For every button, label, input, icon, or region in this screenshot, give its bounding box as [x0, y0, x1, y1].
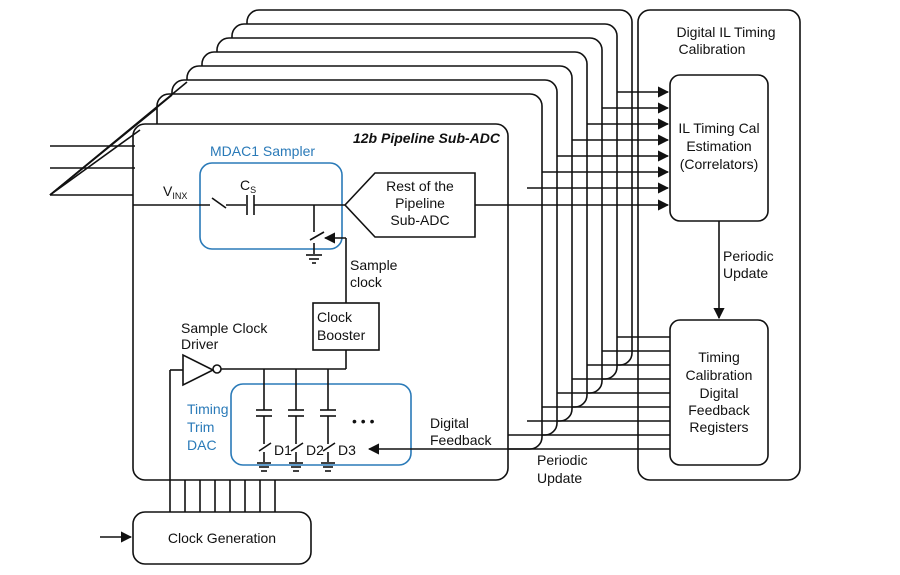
- clock-generation-box: [132, 511, 312, 565]
- pipeline-title: 12b Pipeline Sub-ADC: [353, 130, 501, 146]
- estimation-line3: (Correlators): [680, 156, 759, 172]
- registers-line3: Digital: [700, 385, 739, 401]
- rest-line1: Rest of the: [386, 178, 454, 194]
- periodic-update-bottom-line2: Update: [537, 470, 582, 486]
- d3-label: D3: [338, 442, 356, 458]
- calibration-title-line1: Digital IL Timing: [676, 24, 775, 40]
- ground-switch: [309, 205, 325, 254]
- rest-of-pipeline-block: [343, 172, 476, 238]
- clock-bus: [184, 480, 276, 512]
- clock-booster-line2: Booster: [317, 327, 366, 343]
- sample-clock-line1: Sample: [350, 257, 398, 273]
- estimation-line2: Estimation: [686, 138, 751, 154]
- input-switch: [133, 197, 227, 209]
- registers-line2: Calibration: [686, 367, 753, 383]
- vinx-label: VINX: [163, 183, 187, 201]
- timing-trim-dac-box: [230, 383, 412, 466]
- periodic-update-right-line2: Update: [723, 265, 768, 281]
- registers-line4: Feedback: [688, 402, 750, 418]
- rest-line3: Sub-ADC: [390, 212, 449, 228]
- clock-generation-label: Clock Generation: [168, 530, 276, 546]
- trim-cap-d3: [320, 369, 336, 472]
- digital-feedback-line2: Feedback: [430, 432, 492, 448]
- trim-line3: DAC: [187, 437, 217, 453]
- calibration-title-line2: Calibration: [679, 41, 746, 57]
- trim-line1: Timing: [187, 401, 229, 417]
- trim-cap-d1: [256, 369, 272, 472]
- mdac-sampler-box: [199, 162, 343, 250]
- periodic-update-bottom-line1: Periodic: [537, 452, 588, 468]
- d1-label: D1: [274, 442, 292, 458]
- sample-clock-line2: clock: [350, 274, 383, 290]
- digital-feedback-line1: Digital: [430, 415, 469, 431]
- estimation-bus: [475, 86, 670, 211]
- registers-line5: Registers: [689, 419, 748, 435]
- driver-line2: Driver: [181, 336, 219, 352]
- feedback-bus: [508, 336, 670, 436]
- clock-booster-box: [312, 302, 380, 351]
- rest-line2: Pipeline: [395, 195, 445, 211]
- mdac-sampler-label: MDAC1 Sampler: [210, 143, 315, 159]
- driver-line1: Sample Clock: [181, 320, 268, 336]
- d2-label: D2: [306, 442, 324, 458]
- clock-booster-line1: Clock: [317, 309, 353, 325]
- input-fan-lines: [49, 81, 188, 196]
- periodic-update-right-line1: Periodic: [723, 248, 774, 264]
- trim-line2: Trim: [187, 419, 214, 435]
- trim-cap-d2: [288, 369, 304, 472]
- more-caps-ellipsis: • • •: [352, 413, 375, 429]
- estimation-line1: IL Timing Cal: [678, 120, 759, 136]
- registers-line1: Timing: [698, 349, 740, 365]
- cs-label: CS: [240, 177, 256, 195]
- ground-icon: [306, 254, 322, 264]
